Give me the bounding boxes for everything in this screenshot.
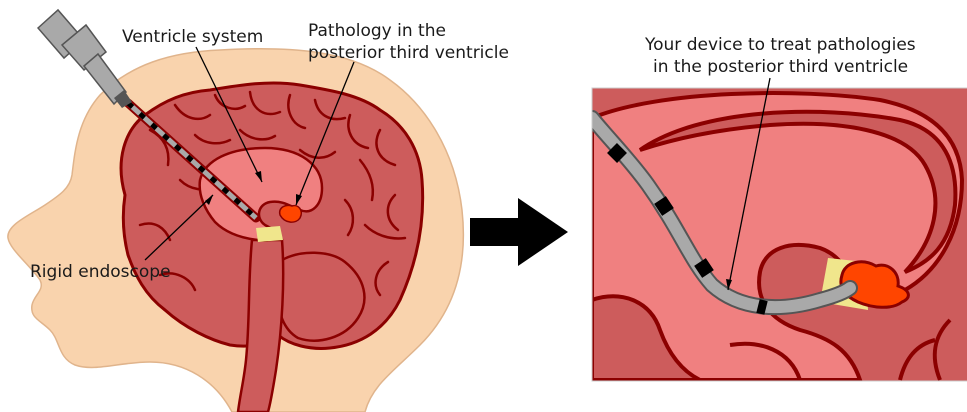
pathology-left: [280, 205, 302, 222]
label-rigid-endoscope: Rigid endoscope: [30, 262, 171, 282]
ventricle-yellow-region: [256, 226, 283, 242]
label-device-line1: Your device to treat pathologies: [644, 35, 916, 55]
zoomed-view: [592, 88, 967, 381]
endoscope-handle: [38, 10, 132, 108]
label-ventricle-system: Ventricle system: [122, 27, 263, 47]
label-pathology-line1: Pathology in the: [308, 21, 446, 41]
transition-arrow: [470, 198, 568, 266]
head-illustration: [8, 49, 464, 412]
label-device-line2: in the posterior third ventricle: [653, 57, 908, 77]
label-pathology-line2: posterior third ventricle: [308, 43, 509, 63]
